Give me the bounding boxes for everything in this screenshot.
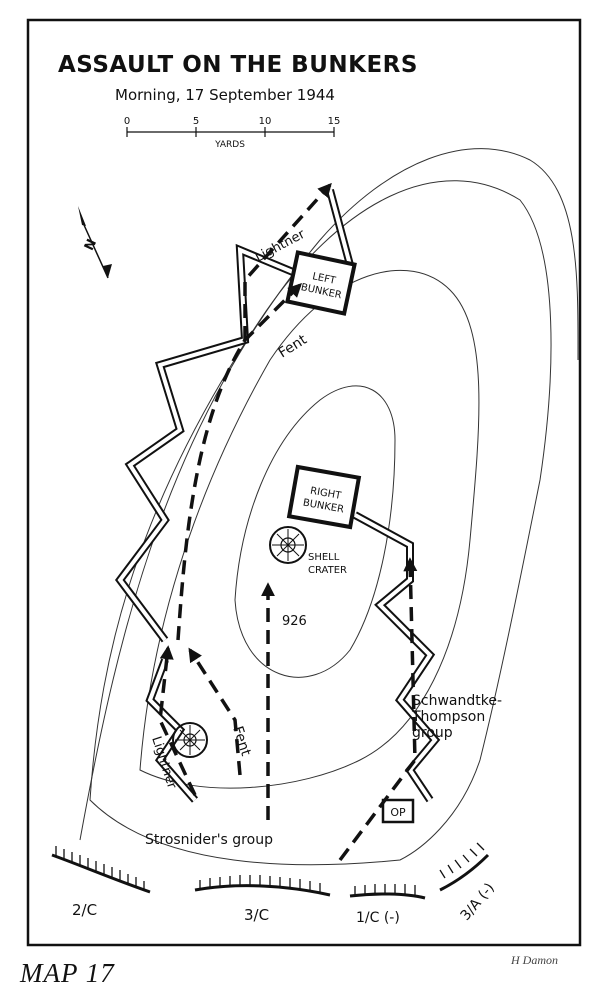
arrow-fent-bottom <box>188 647 242 776</box>
shell-crater-label-line-2: CRATER <box>308 565 347 576</box>
scale-tick-5: 5 <box>193 116 199 127</box>
artist-credit: H Damon <box>511 953 558 967</box>
position-3c-label: 3/C <box>244 906 269 924</box>
contour-line-second <box>89 180 552 866</box>
contour-line-inner <box>234 385 396 678</box>
schwandtke-label-line-2: Thompson <box>411 709 485 725</box>
fent-bottom-label: Fent <box>229 724 254 758</box>
scale-tick-0: 0 <box>124 116 130 127</box>
left-bunker-icon <box>285 250 357 316</box>
schwandtke-label-line-3: group <box>412 725 453 741</box>
contour-lines <box>79 148 579 866</box>
arrow-fent-top <box>176 283 302 641</box>
movement-arrows <box>158 182 418 862</box>
north-arrow-icon <box>78 206 112 279</box>
contour-line-third <box>139 269 480 789</box>
position-1c-label: 1/C (-) <box>356 910 400 926</box>
map-subtitle: Morning, 17 September 1944 <box>115 86 335 104</box>
fent-top-label: Fent <box>276 332 311 362</box>
map-number: MAP 17 <box>20 958 115 988</box>
hill-elevation-label: 926 <box>282 614 307 629</box>
position-hachure-ticks <box>55 842 485 896</box>
position-3a-arc <box>439 853 490 892</box>
lower-crater-icon <box>172 722 208 758</box>
trench-right-fill <box>354 513 438 802</box>
scale-tick-15: 15 <box>328 116 341 127</box>
left-bunker-label-line-1: LEFT <box>311 271 337 287</box>
scale-bar <box>126 127 335 137</box>
observation-post-label: OP <box>390 806 406 819</box>
position-2c-arc <box>51 853 151 894</box>
map-title: ASSAULT ON THE BUNKERS <box>58 52 418 78</box>
schwandtke-label-line-1: Schwandtke- <box>412 693 502 709</box>
position-1c-arc <box>349 892 426 900</box>
strosnider-label: Strosnider's group <box>145 832 273 848</box>
scale-tick-10: 10 <box>259 116 272 127</box>
position-2c-label: 2/C <box>72 901 97 919</box>
observation-post-icon <box>381 798 415 824</box>
arrow-lightner-bottom <box>158 645 197 796</box>
shell-crater-label-line-1: SHELL <box>308 552 340 563</box>
map-frame <box>26 18 582 947</box>
position-3a-label: 3/A (-) <box>458 880 498 924</box>
shell-crater-icon <box>269 526 307 564</box>
right-bunker-icon <box>286 464 362 530</box>
arrow-lightner-top <box>243 182 332 340</box>
north-label: N <box>82 237 100 253</box>
scale-unit: YARDS <box>214 140 245 150</box>
